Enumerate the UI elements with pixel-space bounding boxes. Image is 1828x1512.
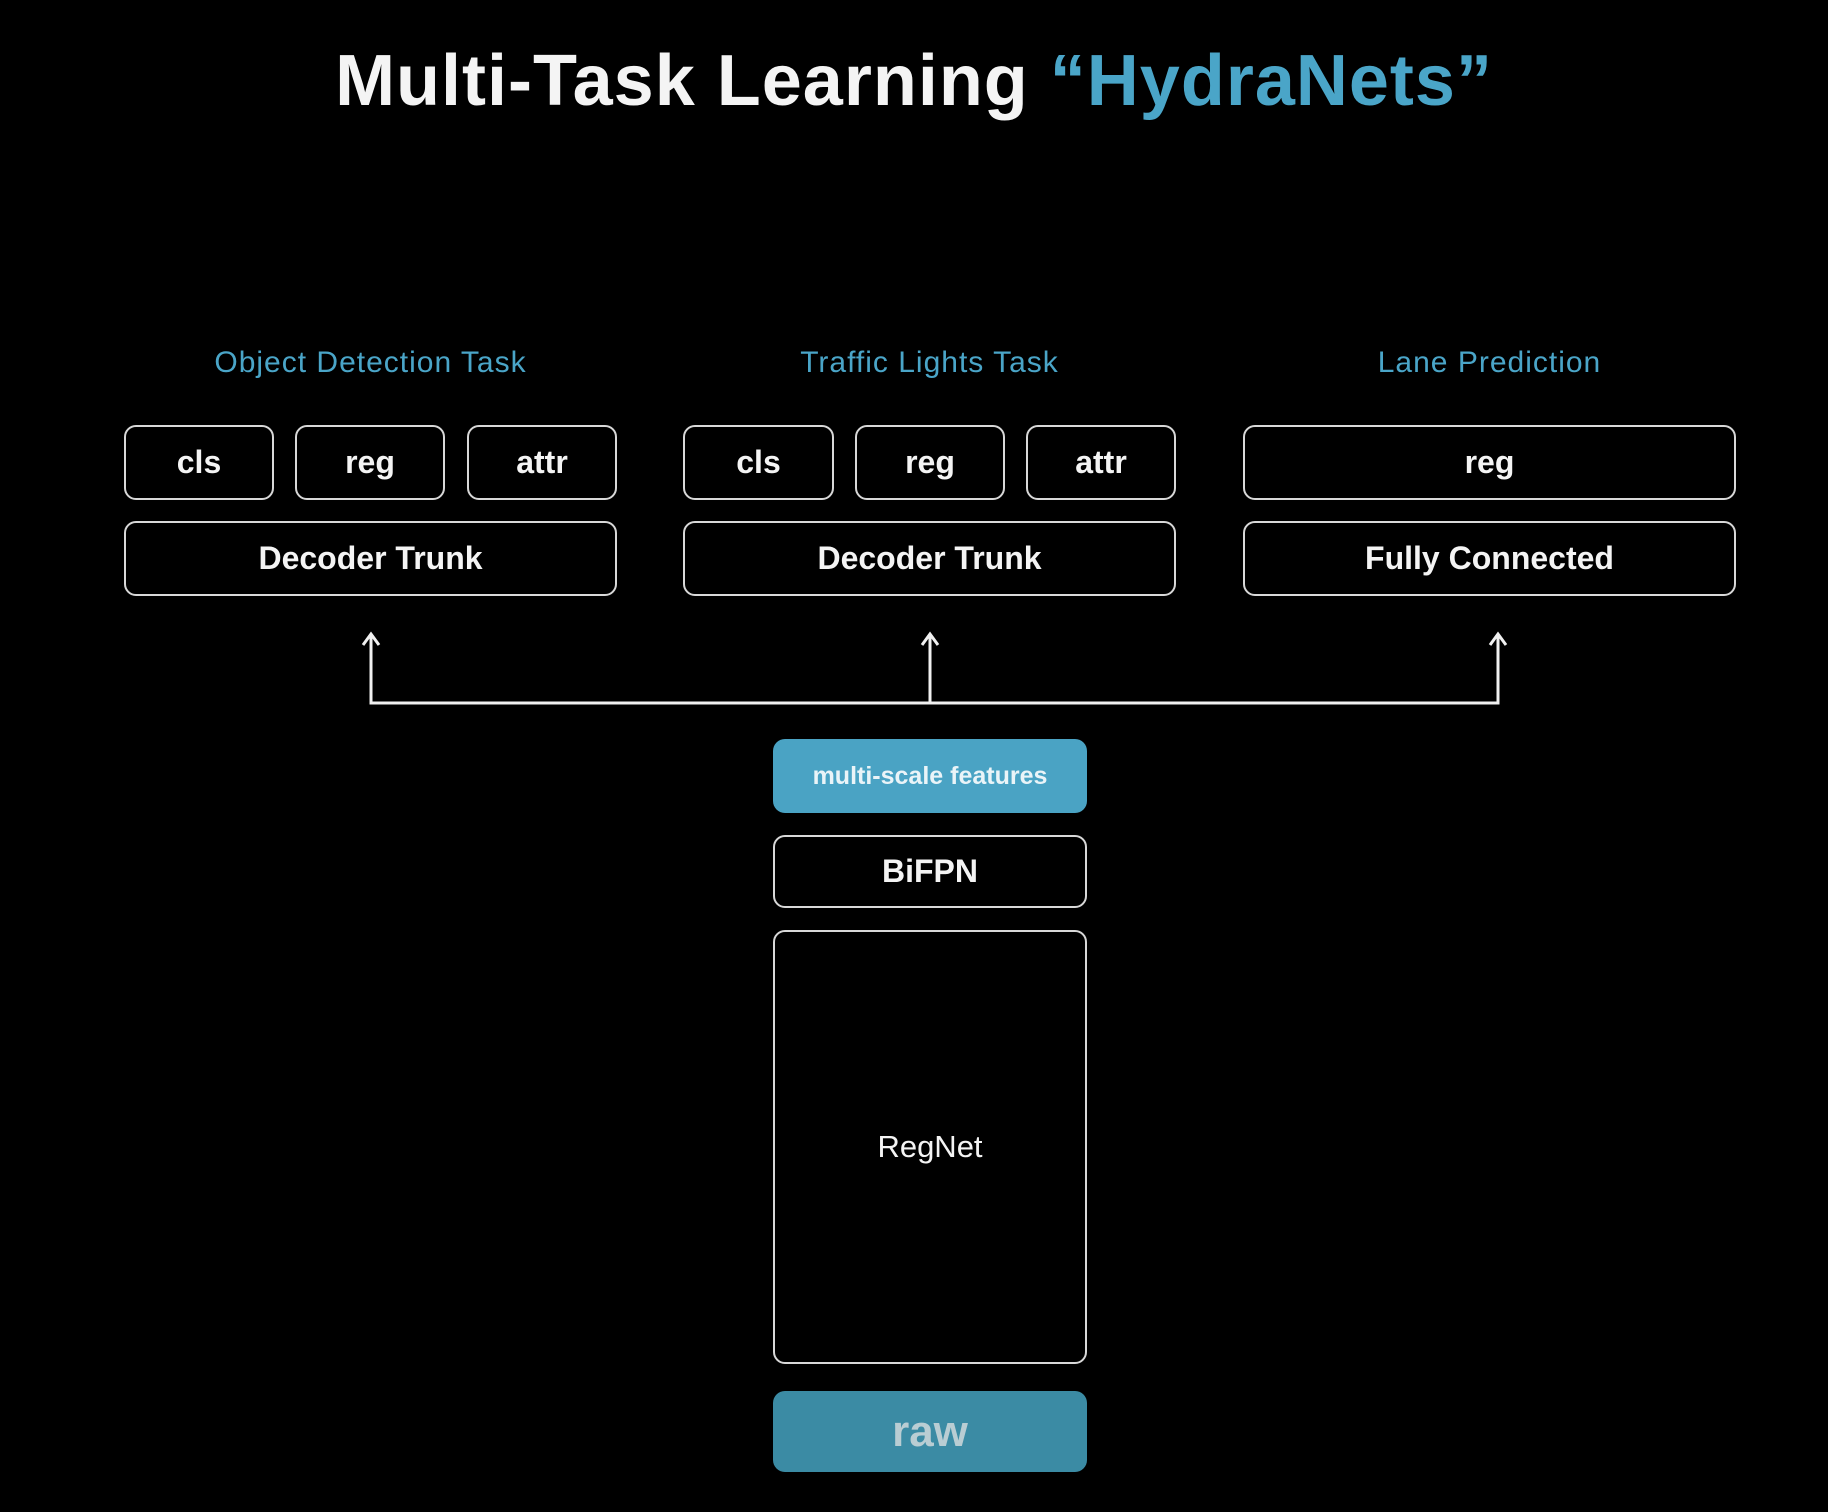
raw-input-block: raw <box>773 1391 1087 1472</box>
branch-line <box>369 636 1500 705</box>
od-reg-head: reg <box>295 425 445 500</box>
tl-decoder-trunk: Decoder Trunk <box>683 521 1176 596</box>
slide-title: Multi-Task Learning “HydraNets” <box>0 40 1828 122</box>
od-cls-head: cls <box>124 425 274 500</box>
title-main: Multi-Task Learning <box>335 41 1050 121</box>
lane-reg-head: reg <box>1243 425 1736 500</box>
title-accent: “HydraNets” <box>1049 41 1493 121</box>
arrow-head-center-icon <box>920 631 940 646</box>
task-label-traffic-lights: Traffic Lights Task <box>800 346 1059 379</box>
arrow-head-right-icon <box>1488 631 1508 646</box>
od-attr-head: attr <box>467 425 617 500</box>
task-label-object-detection: Object Detection Task <box>214 346 527 379</box>
od-decoder-trunk: Decoder Trunk <box>124 521 617 596</box>
tl-attr-head: attr <box>1026 425 1176 500</box>
arrow-head-left-icon <box>361 631 381 646</box>
multi-scale-features-block: multi-scale features <box>773 739 1087 813</box>
regnet-block: RegNet <box>773 930 1087 1364</box>
tl-cls-head: cls <box>683 425 834 500</box>
task-label-lane-prediction: Lane Prediction <box>1377 346 1602 379</box>
tl-reg-head: reg <box>855 425 1005 500</box>
bifpn-block: BiFPN <box>773 835 1087 908</box>
lane-fully-connected: Fully Connected <box>1243 521 1736 596</box>
